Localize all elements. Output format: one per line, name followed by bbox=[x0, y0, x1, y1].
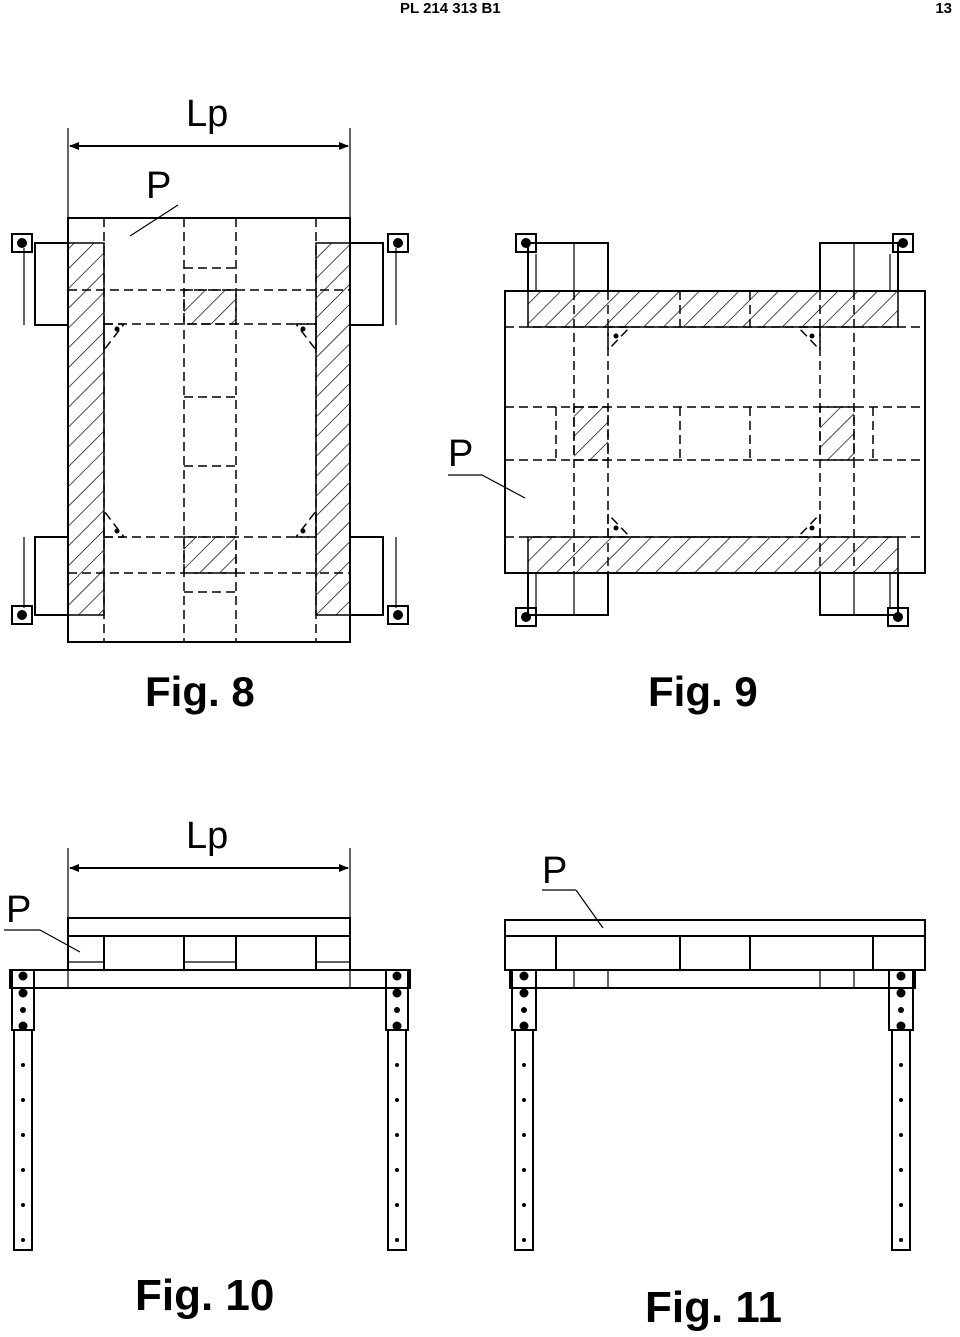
fig8-top-block bbox=[183, 289, 237, 325]
figure-10: Lp P bbox=[4, 815, 411, 1320]
figure-8: Lp P bbox=[11, 93, 409, 715]
fig10-table-frame bbox=[9, 969, 411, 1031]
fig9-leg-top-right bbox=[819, 233, 914, 291]
fig8-right-beam bbox=[315, 242, 351, 616]
fig8-p-leader bbox=[129, 204, 179, 237]
fig10-p-label: P bbox=[6, 889, 31, 931]
fig9-left-block bbox=[573, 406, 609, 461]
figure-9: P bbox=[448, 233, 926, 715]
fig11-leg-right bbox=[891, 1029, 911, 1251]
fig9-bottom-beam bbox=[527, 536, 899, 574]
fig10-pallet bbox=[67, 917, 351, 971]
fig11-table-frame bbox=[509, 969, 916, 1031]
fig9-p-label: P bbox=[448, 433, 473, 475]
fig9-leg-top-left bbox=[515, 233, 609, 291]
fig10-lp-label: Lp bbox=[186, 815, 228, 857]
fig10-leg-left bbox=[13, 1029, 33, 1251]
figure-11: P bbox=[504, 850, 926, 1332]
fig9-p-leader bbox=[481, 474, 526, 499]
page-number: 13 bbox=[935, 0, 952, 17]
fig10-dimension-lp: Lp bbox=[67, 815, 351, 920]
fig11-caption: Fig. 11 bbox=[645, 1283, 782, 1332]
fig8-leg-top-left bbox=[11, 233, 68, 326]
fig8-p-label: P bbox=[146, 165, 171, 207]
fig11-p-leader bbox=[575, 889, 604, 929]
fig9-caption: Fig. 9 bbox=[648, 668, 758, 715]
fig10-caption: Fig. 10 bbox=[135, 1271, 274, 1320]
fig9-frame bbox=[504, 290, 926, 574]
fig8-left-beam bbox=[67, 242, 105, 616]
fig9-top-beam bbox=[527, 290, 899, 328]
fig8-dimension-lp: Lp bbox=[67, 93, 351, 220]
fig8-frame bbox=[67, 217, 351, 643]
fig8-bottom-block bbox=[183, 536, 237, 574]
fig9-leg-bottom-left bbox=[515, 573, 609, 627]
fig10-p-leader bbox=[39, 929, 81, 953]
fig8-leg-top-right bbox=[350, 233, 409, 326]
fig8-lp-label: Lp bbox=[186, 93, 228, 135]
fig8-leg-bottom-right bbox=[350, 536, 409, 625]
patent-number: PL 214 313 B1 bbox=[400, 0, 501, 17]
fig9-leg-bottom-right bbox=[819, 573, 909, 627]
fig11-p-label: P bbox=[542, 850, 567, 892]
fig9-right-block bbox=[819, 406, 855, 461]
fig8-caption: Fig. 8 bbox=[145, 668, 255, 715]
fig8-leg-bottom-left bbox=[11, 536, 68, 625]
fig11-pallet bbox=[504, 919, 926, 971]
fig10-leg-right bbox=[387, 1029, 407, 1251]
fig11-leg-left bbox=[514, 1029, 534, 1251]
